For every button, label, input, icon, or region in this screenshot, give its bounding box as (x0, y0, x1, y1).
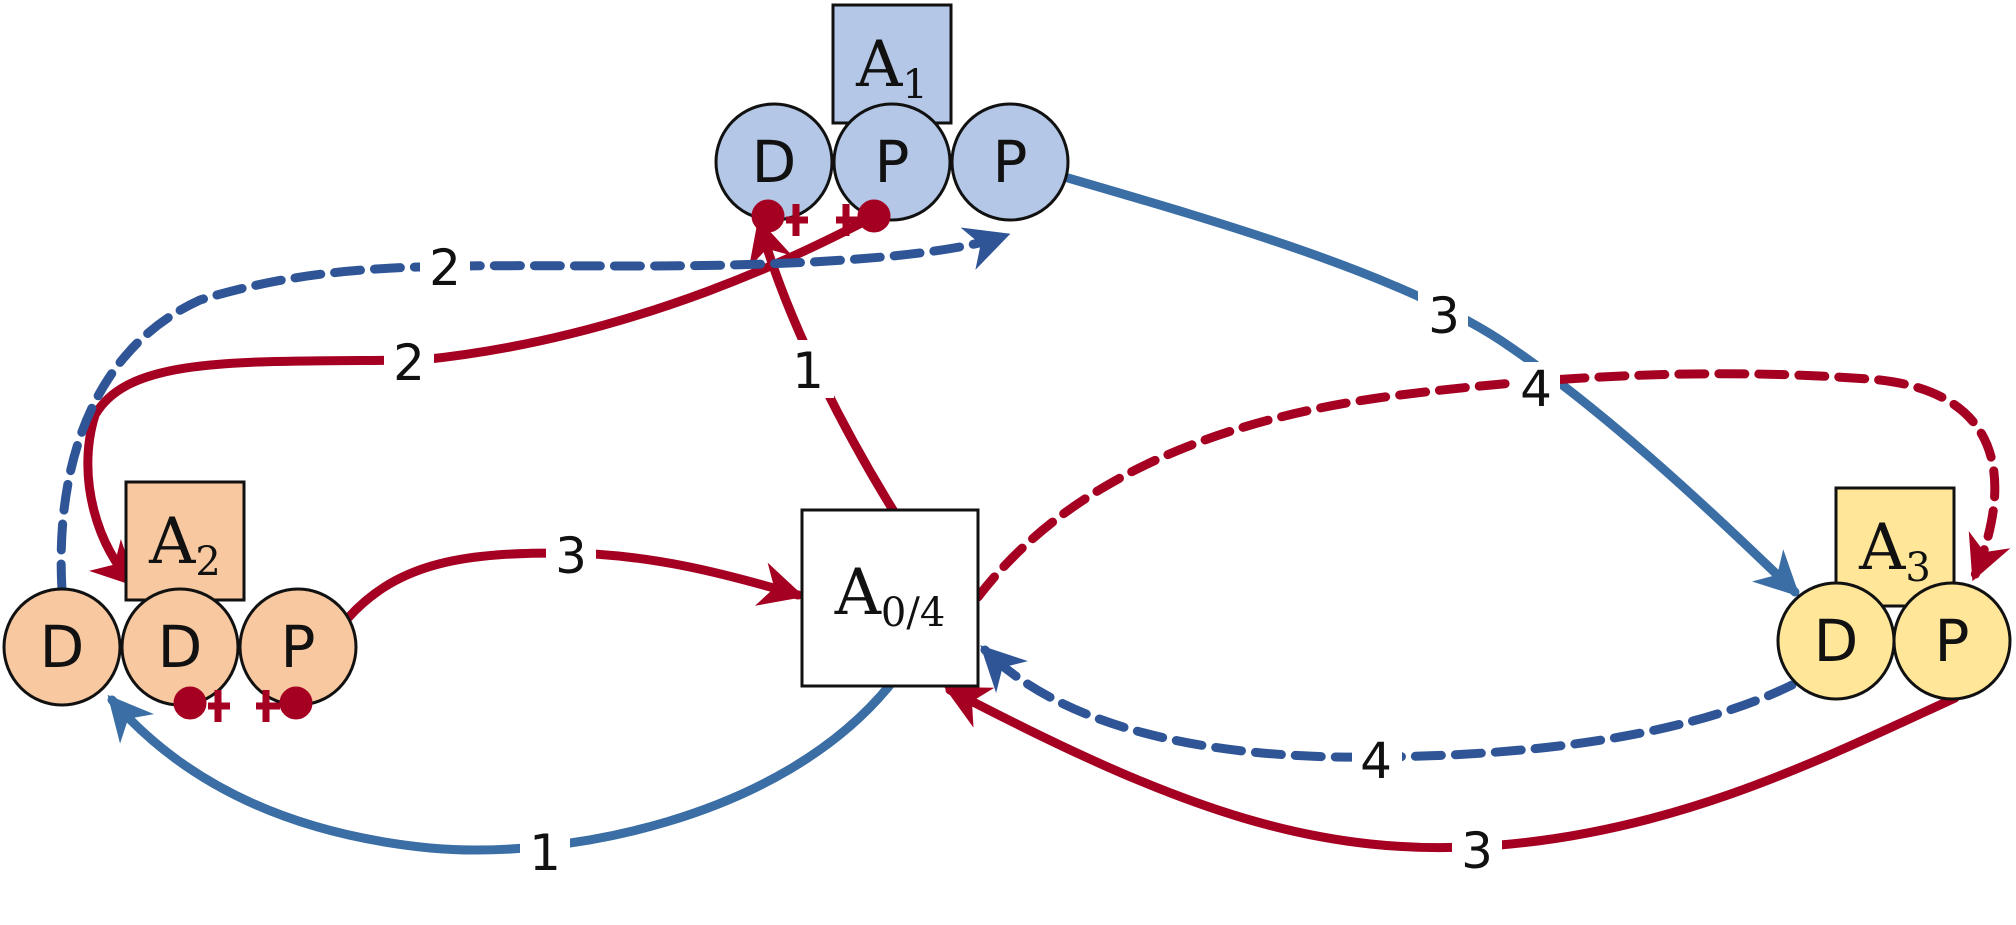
edge-a2d-to-a1p (56, 227, 1011, 595)
a1-circle-2 (832, 102, 952, 222)
edge-a1p-to-a3d (1063, 173, 1800, 597)
agent-a2: A2 D D P (2, 480, 358, 707)
a2-marker-dot-left (173, 686, 207, 720)
label-edge-a2d-a1p: 2 (429, 239, 461, 297)
a2-marker-dot-right (279, 686, 313, 720)
a1-circle-3 (950, 102, 1070, 222)
edge-labels: 1 1 2 2 3 3 3 4 4 (384, 239, 1560, 882)
a3-circle-2-text: P (1935, 607, 1970, 675)
a2-circle-2-text: D (158, 613, 203, 681)
edge-a04-to-a2-d (107, 680, 895, 855)
a1-marker-dot-right (857, 199, 891, 233)
a1-circle-1-text: D (752, 128, 797, 196)
label-edge-a3p-a04: 3 (1461, 822, 1493, 880)
a1-circle-2-text: P (875, 128, 910, 196)
label-edge-a04-a2: 1 (529, 824, 561, 882)
a1-label: A1 (855, 28, 928, 108)
a3-label: A3 (1858, 511, 1931, 591)
edge-a04-to-a3p (973, 369, 2011, 602)
a1-marker-dot-left (751, 199, 785, 233)
a3-circle-1-text: D (1814, 607, 1859, 675)
agent-a3: A3 D P (1776, 486, 2012, 701)
label-edge-a1p-a3d: 3 (1428, 287, 1460, 345)
edge-a1p-to-a2d (83, 204, 895, 587)
a2-circle-1 (2, 587, 122, 707)
a2-markers (173, 686, 313, 722)
a04-box (800, 508, 980, 688)
a2-circle-3-text: P (281, 613, 316, 681)
a2-label: A2 (148, 505, 221, 585)
label-edge-a04-a3p: 4 (1520, 360, 1552, 418)
a2-circle-1-text: D (40, 613, 85, 681)
a1-markers (751, 199, 891, 236)
a1-circle-3-text: P (993, 128, 1028, 196)
agent-a04: A0/4 (800, 508, 980, 688)
a04-label: A0/4 (834, 556, 946, 636)
label-edge-a04-a1: 1 (792, 342, 824, 400)
a3-circle-2 (1892, 581, 2012, 701)
label-edge-a3d-a04: 4 (1360, 732, 1392, 790)
label-edge-a2p-a04: 3 (555, 527, 587, 585)
label-edge-a1p-a2d: 2 (393, 334, 425, 392)
agent-a1: A1 D P P (714, 3, 1070, 222)
